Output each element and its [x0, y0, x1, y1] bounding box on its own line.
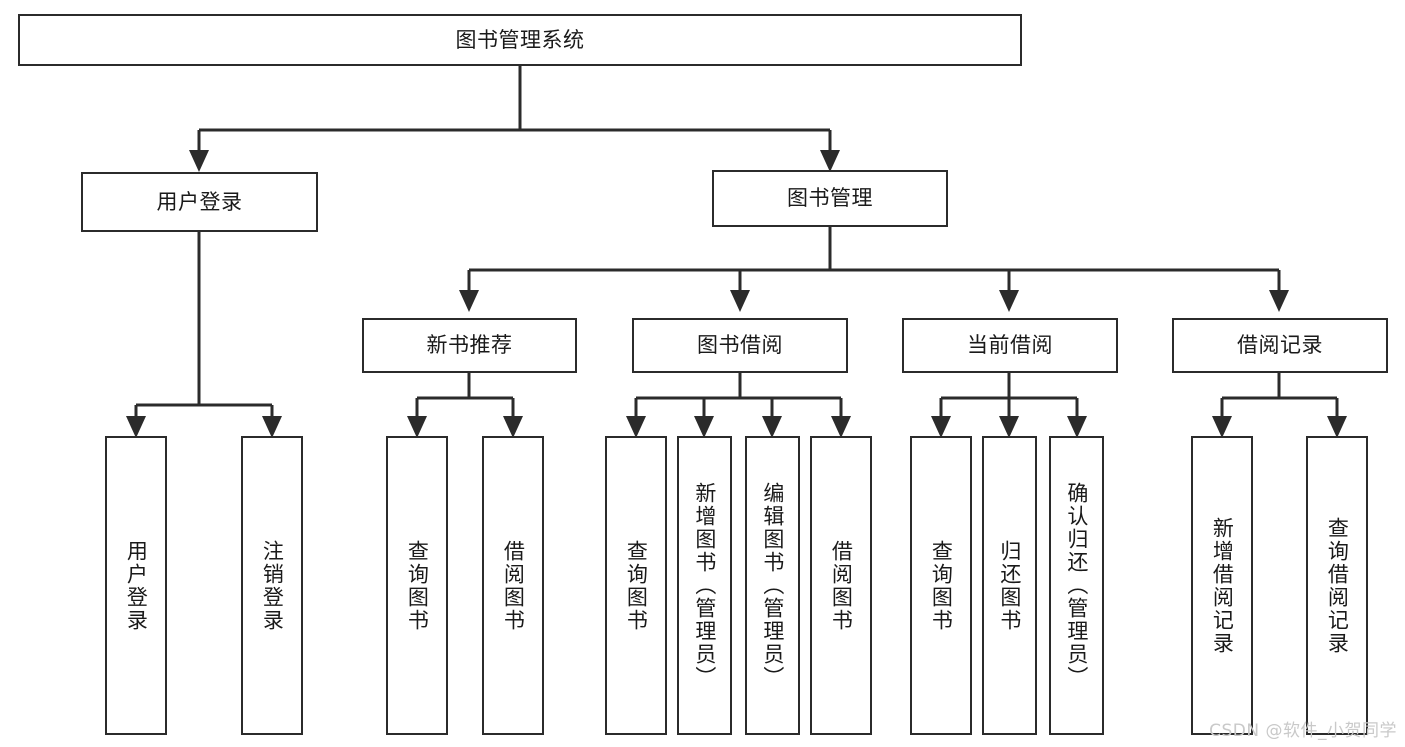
node-current-borrow[interactable]: 当前借阅	[902, 318, 1118, 373]
node-label: 当前借阅	[967, 333, 1053, 358]
leaf-logout[interactable]: 注销登录	[241, 436, 303, 735]
leaf-query-books-recommend[interactable]: 查询图书	[386, 436, 448, 735]
node-user-login[interactable]: 用户登录	[81, 172, 318, 232]
node-label: 借阅图书	[829, 539, 854, 632]
node-label: 用户登录	[124, 539, 149, 632]
leaf-add-borrow-record[interactable]: 新增借阅记录	[1191, 436, 1253, 735]
node-label: 查询图书	[929, 539, 954, 632]
leaf-confirm-return-admin[interactable]: 确认归还（管理员）	[1049, 436, 1104, 735]
node-label: 确认归还（管理员）	[1064, 482, 1089, 689]
node-label: 借阅记录	[1237, 333, 1323, 358]
leaf-query-borrow-record[interactable]: 查询借阅记录	[1306, 436, 1368, 735]
node-label: 借阅图书	[501, 539, 526, 632]
node-label: 注销登录	[260, 539, 285, 632]
node-label: 图书管理	[787, 186, 873, 211]
node-borrow-records[interactable]: 借阅记录	[1172, 318, 1388, 373]
leaf-borrow-books-recommend[interactable]: 借阅图书	[482, 436, 544, 735]
leaf-return-books[interactable]: 归还图书	[982, 436, 1037, 735]
leaf-borrow-books[interactable]: 借阅图书	[810, 436, 872, 735]
node-label: 图书管理系统	[455, 27, 585, 52]
node-label: 查询图书	[624, 539, 649, 632]
node-label: 查询图书	[405, 539, 430, 632]
node-root-book-management-system[interactable]: 图书管理系统	[18, 14, 1022, 66]
node-label: 新书推荐	[426, 333, 513, 358]
leaf-user-login[interactable]: 用户登录	[105, 436, 167, 735]
node-book-management[interactable]: 图书管理	[712, 170, 948, 227]
leaf-add-book-admin[interactable]: 新增图书（管理员）	[677, 436, 732, 735]
node-book-borrow[interactable]: 图书借阅	[632, 318, 848, 373]
node-new-book-recommend[interactable]: 新书推荐	[362, 318, 577, 373]
node-label: 用户登录	[156, 189, 243, 214]
node-label: 新增借阅记录	[1210, 516, 1235, 655]
node-label: 新增图书（管理员）	[692, 482, 717, 689]
leaf-query-books-borrow[interactable]: 查询图书	[605, 436, 667, 735]
leaf-query-books-current[interactable]: 查询图书	[910, 436, 972, 735]
node-label: 编辑图书（管理员）	[760, 482, 785, 689]
leaf-edit-book-admin[interactable]: 编辑图书（管理员）	[745, 436, 800, 735]
node-label: 查询借阅记录	[1325, 516, 1350, 655]
node-label: 图书借阅	[697, 333, 783, 358]
watermark-text: CSDN @软件_小贺同学	[1209, 721, 1397, 741]
node-label: 归还图书	[997, 539, 1022, 632]
